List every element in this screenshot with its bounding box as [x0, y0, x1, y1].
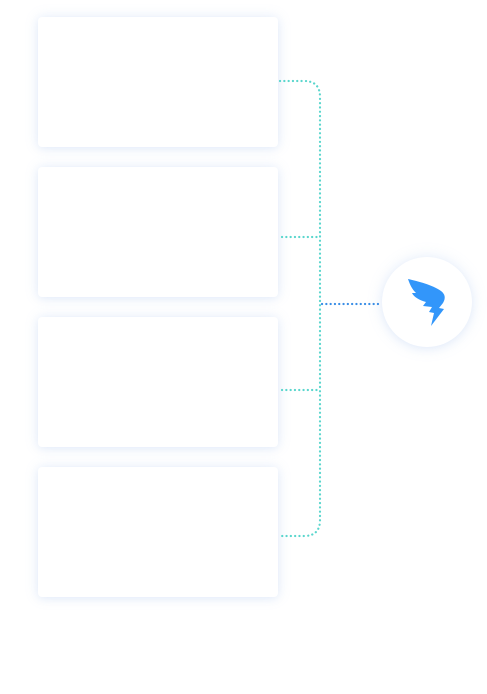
- card-2: [38, 167, 278, 297]
- dingtalk-wing-logo-icon: [408, 279, 445, 326]
- card-1: [38, 17, 278, 147]
- connector-bracket: [278, 79, 322, 538]
- card-4: [38, 467, 278, 597]
- card-3: [38, 317, 278, 447]
- hub-node: [382, 257, 472, 347]
